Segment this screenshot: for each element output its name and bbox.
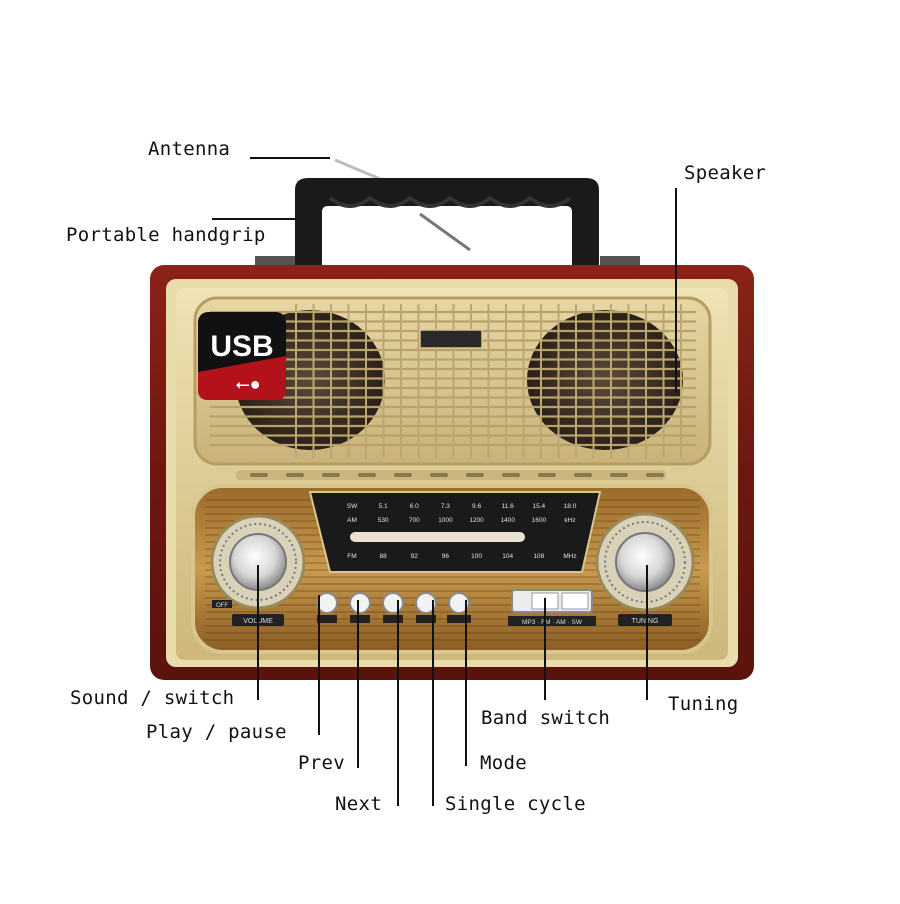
dial-scale-label: 15.4 [533,503,546,510]
dial-scale-label: 9.6 [472,503,481,510]
dial-scale-label: FM [347,553,356,560]
callout-next: Next [335,793,382,815]
callout-speaker: Speaker [684,162,767,184]
callout-antenna: Antenna [148,138,231,160]
band-labels: MP3 · FM · AM · SW [522,619,583,626]
callout-tuning: Tuning [668,693,739,715]
dial-scale-label: 96 [442,553,450,560]
usb-badge: USB ⭠● [198,312,286,400]
dial-scale-label: 700 [409,517,420,524]
strip-mark [358,473,376,477]
usb-badge-text: USB [210,330,273,363]
strip-mark [430,473,448,477]
button-prev[interactable] [349,592,371,623]
button-next[interactable] [382,592,404,623]
volume-knob[interactable] [210,514,306,610]
dial-scale-label: 104 [502,553,513,560]
callout-handgrip: Portable handgrip [66,224,266,246]
strip-mark [394,473,412,477]
strip-mark [250,473,268,477]
strip-mark [646,473,664,477]
dial-scale-label: kHz [564,517,575,524]
tuning-label: TUNING [632,618,659,625]
callout-play-pause: Play / pause [146,721,287,743]
dial-scale-label: 1200 [469,517,484,524]
dial-scale-label: 18.0 [564,503,577,510]
callout-lines [212,157,677,806]
dial-scale-label: 11.6 [502,503,515,510]
strip-mark [574,473,592,477]
dial-scale-label: AM [347,517,357,524]
button-play-pause[interactable] [316,592,338,623]
handgrip [255,178,640,268]
callout-mode: Mode [480,752,527,774]
off-label: OFF [216,603,228,609]
strip-mark [322,473,340,477]
brand-plate [419,329,483,349]
dial-scale-label: 92 [411,553,419,560]
tuning-knob[interactable] [595,512,695,612]
strip-mark [538,473,556,477]
dial-scale-label: 6.0 [410,503,419,510]
divider-strip [250,473,664,477]
callout-band-switch: Band switch [481,707,611,729]
dial-scale-label: SW [347,503,358,510]
button-single-cycle[interactable] [415,592,437,623]
dial-scale-label: 100 [471,553,482,560]
dial-scale-label: 88 [380,553,388,560]
button-mode[interactable] [447,592,471,623]
dial-scale-label: 1600 [532,517,547,524]
dial-scale-label: 1400 [500,517,515,524]
callout-prev: Prev [298,752,345,774]
dial-scale: SW 5.1 6.0 7.3 9.6 11.6 15.4 18.0AM 530 700 1000 12… [347,503,577,560]
dial-scale-label: 108 [533,553,544,560]
usb-symbol-icon: ⭠● [235,374,260,394]
callout-sound-switch: Sound / switch [70,687,235,709]
strip-mark [502,473,520,477]
speaker-right [527,310,683,450]
strip-mark [466,473,484,477]
dial-scale-label: 1000 [438,517,453,524]
callout-single-cycle: Single cycle [445,793,586,815]
strip-mark [610,473,628,477]
dial-scale-label: MHz [563,553,576,560]
strip-mark [286,473,304,477]
dial-scale-label: 5.1 [379,503,388,510]
dial-scale-label: 530 [378,517,389,524]
dial-scale-label: 7.3 [441,503,450,510]
